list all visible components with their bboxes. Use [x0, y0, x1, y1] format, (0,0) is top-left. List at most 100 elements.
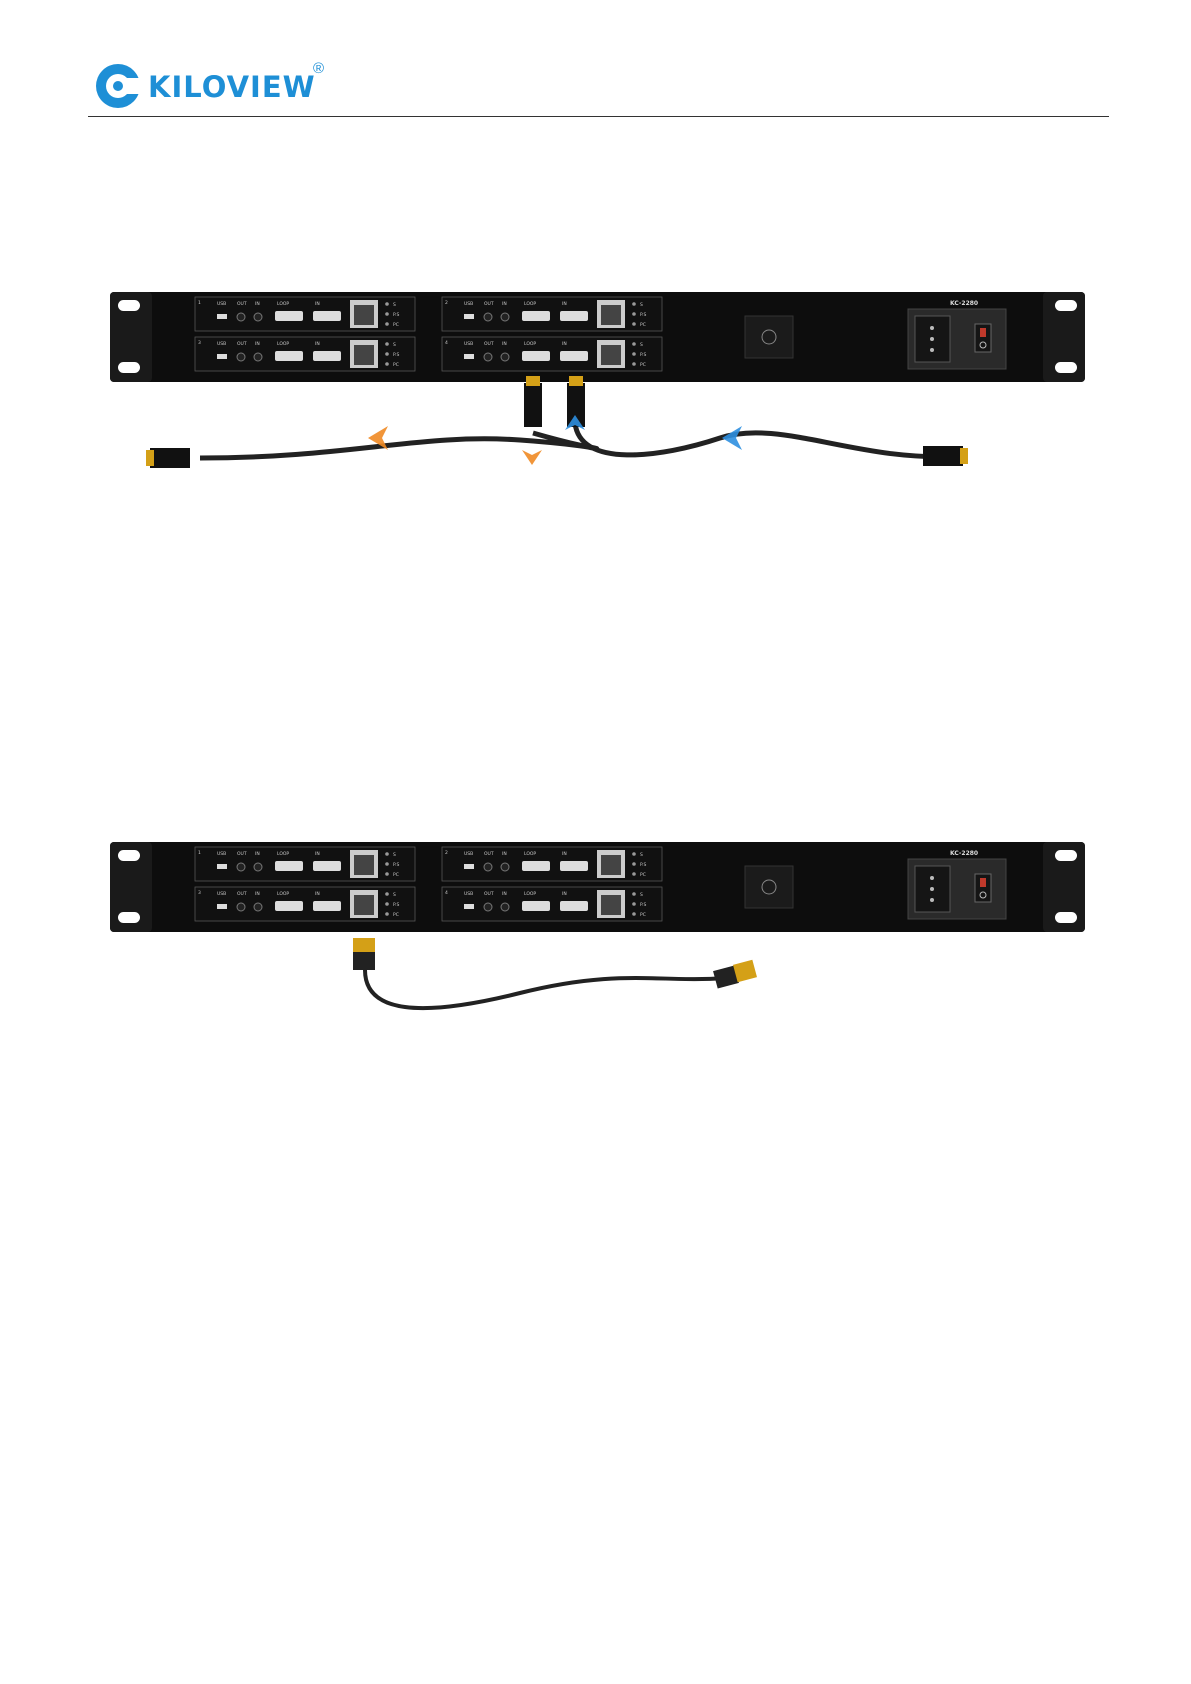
led-label: P.S	[393, 902, 399, 908]
status-led-icon	[385, 352, 389, 356]
audio-jack-icon	[484, 903, 492, 911]
port-label: USB	[217, 891, 226, 897]
hdmi-port-icon	[275, 861, 303, 871]
control-panel	[745, 866, 793, 908]
led-label: P.S	[640, 862, 646, 868]
status-led-icon	[385, 872, 389, 876]
led-label: PC	[393, 912, 399, 918]
port-label: IN	[315, 341, 320, 347]
status-led-icon	[385, 312, 389, 316]
module-number: 1	[198, 300, 201, 306]
status-led-icon	[632, 342, 636, 346]
encoder-module: 1USBOUTINLOOPINSP.SPC	[195, 847, 415, 881]
hdmi-port-icon	[522, 861, 550, 871]
hdmi-plug-left	[150, 448, 190, 468]
led-label: PC	[393, 872, 399, 878]
module-number: 4	[445, 340, 448, 346]
usb-port-icon	[464, 354, 474, 359]
status-led-icon	[632, 902, 636, 906]
port-label: OUT	[484, 891, 494, 897]
port-label: OUT	[237, 851, 247, 857]
port-label: LOOP	[524, 341, 536, 347]
status-led-icon	[632, 852, 636, 856]
port-label: OUT	[484, 341, 494, 347]
rack-mount-hole	[118, 850, 140, 861]
port-label: IN	[562, 891, 567, 897]
status-led-icon	[632, 862, 636, 866]
port-label: OUT	[484, 301, 494, 307]
status-led-icon	[632, 872, 636, 876]
model-label: KC-2280	[950, 850, 978, 857]
brand-name: KILOVIEW	[148, 70, 316, 104]
port-label: USB	[464, 341, 473, 347]
rack-mount-hole	[118, 912, 140, 923]
port-label: LOOP	[524, 851, 536, 857]
port-label: USB	[464, 891, 473, 897]
audio-jack-icon	[484, 353, 492, 361]
usb-port-icon	[464, 904, 474, 909]
usb-port-icon	[217, 314, 227, 319]
led-label: S	[393, 302, 396, 308]
port-label: IN	[562, 301, 567, 307]
port-label: IN	[502, 891, 507, 897]
port-label: LOOP	[277, 301, 289, 307]
audio-jack-icon	[501, 353, 509, 361]
hdmi-port-icon	[313, 351, 341, 361]
port-label: IN	[255, 301, 260, 307]
port-label: OUT	[484, 851, 494, 857]
led-label: PC	[393, 322, 399, 328]
audio-jack-icon	[501, 313, 509, 321]
port-label: IN	[562, 341, 567, 347]
audio-jack-icon	[237, 863, 245, 871]
rack-mount-hole	[118, 300, 140, 311]
port-label: IN	[255, 341, 260, 347]
audio-jack-icon	[254, 313, 262, 321]
port-label: IN	[255, 891, 260, 897]
status-led-icon	[632, 912, 636, 916]
audio-jack-icon	[484, 313, 492, 321]
arrow-out-icon	[522, 450, 542, 465]
audio-jack-icon	[484, 863, 492, 871]
hdmi-port-icon	[560, 861, 588, 871]
port-label: USB	[464, 301, 473, 307]
hdmi-cable-in	[575, 423, 960, 457]
audio-jack-icon	[501, 863, 509, 871]
rack-mount-hole	[1055, 362, 1077, 373]
port-label: LOOP	[277, 891, 289, 897]
audio-jack-icon	[254, 353, 262, 361]
port-label: USB	[217, 851, 226, 857]
port-label: IN	[502, 341, 507, 347]
hdmi-port-icon	[275, 311, 303, 321]
status-led-icon	[385, 852, 389, 856]
hdmi-port-icon	[522, 901, 550, 911]
port-label: LOOP	[524, 301, 536, 307]
status-led-icon	[385, 322, 389, 326]
rack-mount-hole	[1055, 912, 1077, 923]
hdmi-port-icon	[313, 861, 341, 871]
module-number: 4	[445, 890, 448, 896]
led-label: P.S	[393, 862, 399, 868]
hdmi-port-icon	[560, 901, 588, 911]
led-label: S	[640, 302, 643, 308]
rj45-plug-icon	[353, 938, 375, 952]
led-label: S	[393, 892, 396, 898]
hdmi-port-icon	[313, 311, 341, 321]
encoder-module: 3USBOUTINLOOPINSP.SPC	[195, 887, 415, 921]
led-label: S	[393, 852, 396, 858]
module-number: 1	[198, 850, 201, 856]
status-led-icon	[385, 892, 389, 896]
led-label: S	[640, 852, 643, 858]
model-label: KC-2280	[950, 300, 978, 307]
port-label: LOOP	[277, 341, 289, 347]
module-number: 2	[445, 850, 448, 856]
audio-jack-icon	[237, 903, 245, 911]
control-panel	[745, 316, 793, 358]
usb-port-icon	[217, 354, 227, 359]
